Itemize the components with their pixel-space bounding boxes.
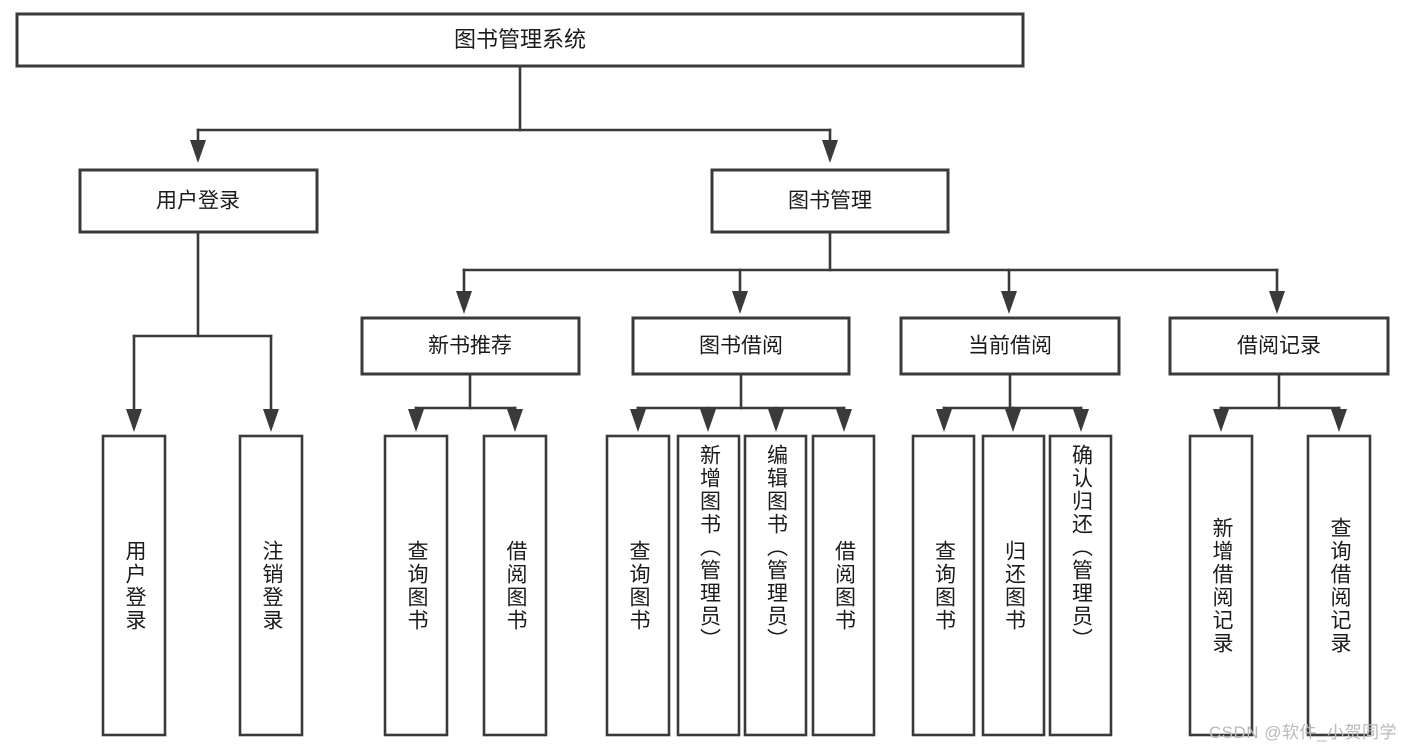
leaf-box-add-book-admin[interactable] [676,434,741,737]
arrow-head-user-login [190,140,206,163]
node-book-management-label: 图书管理 [788,190,872,213]
arrow-head-bb-leaf-4 [836,409,852,432]
arrow-head-current-borrow [1001,291,1017,314]
arrow-head-cb-leaf-3 [1073,409,1089,432]
leaf-box-confirm-return-admin[interactable] [1048,434,1113,737]
watermark-text: CSDN @软件_小贺同学 [1208,723,1397,742]
connector-group-current-borrow-to-leaves [936,372,1089,432]
arrow-head-br-leaf-1 [1213,409,1229,432]
arrow-head-nbr-leaf-1 [408,409,424,432]
node-new-book-recommend-box[interactable] [360,316,581,376]
leaf-box-add-borrow-record[interactable] [1188,434,1254,737]
leaf-box-return-books[interactable] [981,434,1046,737]
leaf-box-query-books-nbr[interactable] [383,434,449,737]
leaf-box-query-books-bb[interactable] [605,434,671,737]
node-user-login-label: 用户登录 [156,190,240,213]
node-root-box[interactable] [15,12,1025,68]
node-root[interactable]: 图书管理系统 [15,12,1025,68]
node-book-borrow[interactable]: 图书借阅 [631,316,851,376]
node-book-management[interactable]: 图书管理 [710,168,950,234]
node-new-book-recommend[interactable]: 新书推荐 [360,316,581,376]
leaf-box-query-borrow-record[interactable] [1306,434,1372,737]
leaf-box-edit-book-admin[interactable] [743,434,808,737]
connector-group-new-book-rec-to-leaves [408,372,523,432]
node-current-borrow-label: 当前借阅 [968,335,1052,358]
node-user-login-box[interactable] [78,168,319,234]
arrow-head-book-mgmt [822,140,838,163]
arrow-head-br-leaf-2 [1331,409,1347,432]
connector-group-book-borrow-to-leaves [630,372,852,432]
connector-group-book-mgmt-to-level3 [456,230,1285,314]
arrow-head-borrow-record [1269,291,1285,314]
leaf-boxes-group [101,434,1372,737]
arrow-head-leaf-logout [263,409,279,432]
arrow-head-cb-leaf-2 [1005,409,1021,432]
node-book-management-box[interactable] [710,168,950,234]
arrow-head-book-borrow [732,291,748,314]
connector-group-borrow-record-to-leaves [1213,372,1347,432]
node-book-borrow-box[interactable] [631,316,851,376]
leaf-box-logout[interactable] [238,434,304,737]
node-user-login[interactable]: 用户登录 [78,168,319,234]
leaf-box-borrow-books-nbr[interactable] [482,434,548,737]
node-current-borrow-box[interactable] [899,316,1121,376]
node-root-label: 图书管理系统 [454,27,586,52]
node-book-borrow-label: 图书借阅 [699,335,783,358]
node-borrow-record-box[interactable] [1168,316,1390,376]
arrow-head-bb-leaf-1 [630,409,646,432]
node-borrow-record-label: 借阅记录 [1237,335,1321,358]
leaf-box-query-books-cb[interactable] [911,434,976,737]
arrow-head-new-book-rec [456,291,472,314]
arrow-head-bb-leaf-3 [768,409,784,432]
node-current-borrow[interactable]: 当前借阅 [899,316,1121,376]
arrow-head-nbr-leaf-2 [507,409,523,432]
connector-group-user-login-to-leaves [126,230,279,432]
node-borrow-record[interactable]: 借阅记录 [1168,316,1390,376]
arrow-head-bb-leaf-2 [700,409,716,432]
arrow-head-leaf-user-login [126,409,142,432]
connector-group-root-to-level2 [190,64,838,163]
node-new-book-recommend-label: 新书推荐 [428,335,512,358]
leaf-box-user-login[interactable] [101,434,167,737]
leaf-box-borrow-books-bb[interactable] [811,434,876,737]
arrow-head-cb-leaf-1 [936,409,952,432]
